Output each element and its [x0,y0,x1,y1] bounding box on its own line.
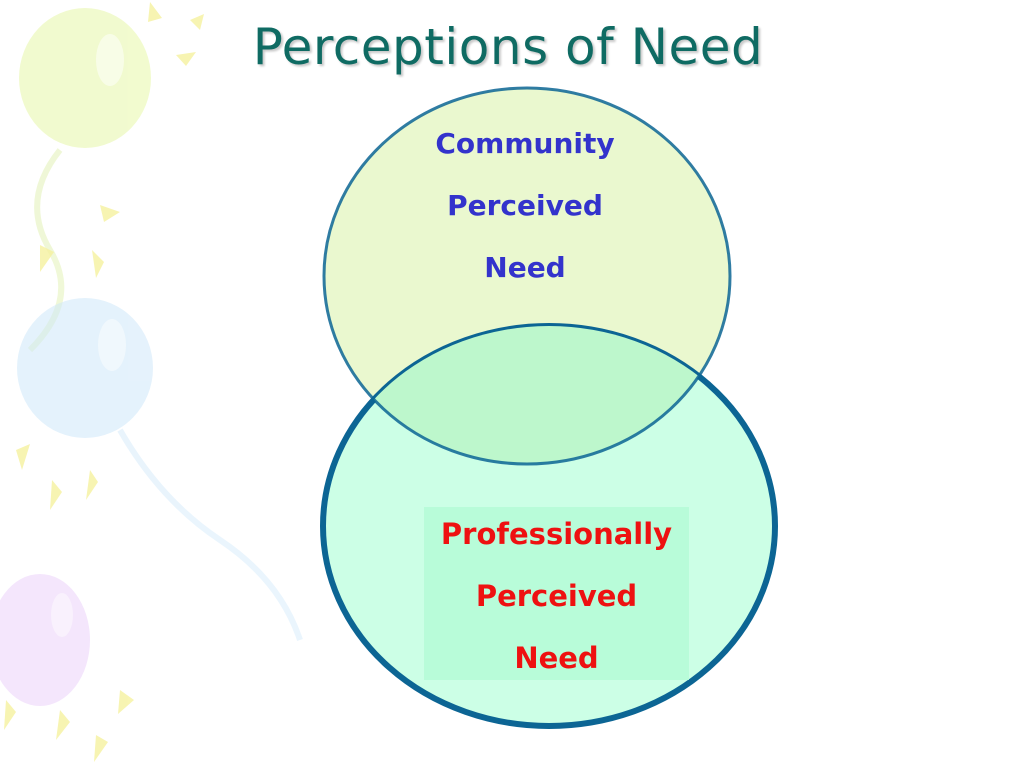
label-line: Community [435,127,615,160]
slide-title: Perceptions of Need [252,18,764,76]
community-circle-outline [322,86,732,466]
label-line: Professionally [440,517,673,551]
label-line: Need [514,641,599,675]
balloon-icon [0,574,90,706]
balloon-icon [17,298,303,641]
label-line: Perceived [447,189,603,222]
label-line: Need [484,251,566,284]
community-perceived-need-label: Community Perceived Need [395,113,655,299]
label-line: Perceived [475,579,638,613]
professionally-perceived-need-label: Professionally Perceived Need [424,503,689,689]
burst-rays [4,2,204,762]
professional-label-box [424,507,689,680]
